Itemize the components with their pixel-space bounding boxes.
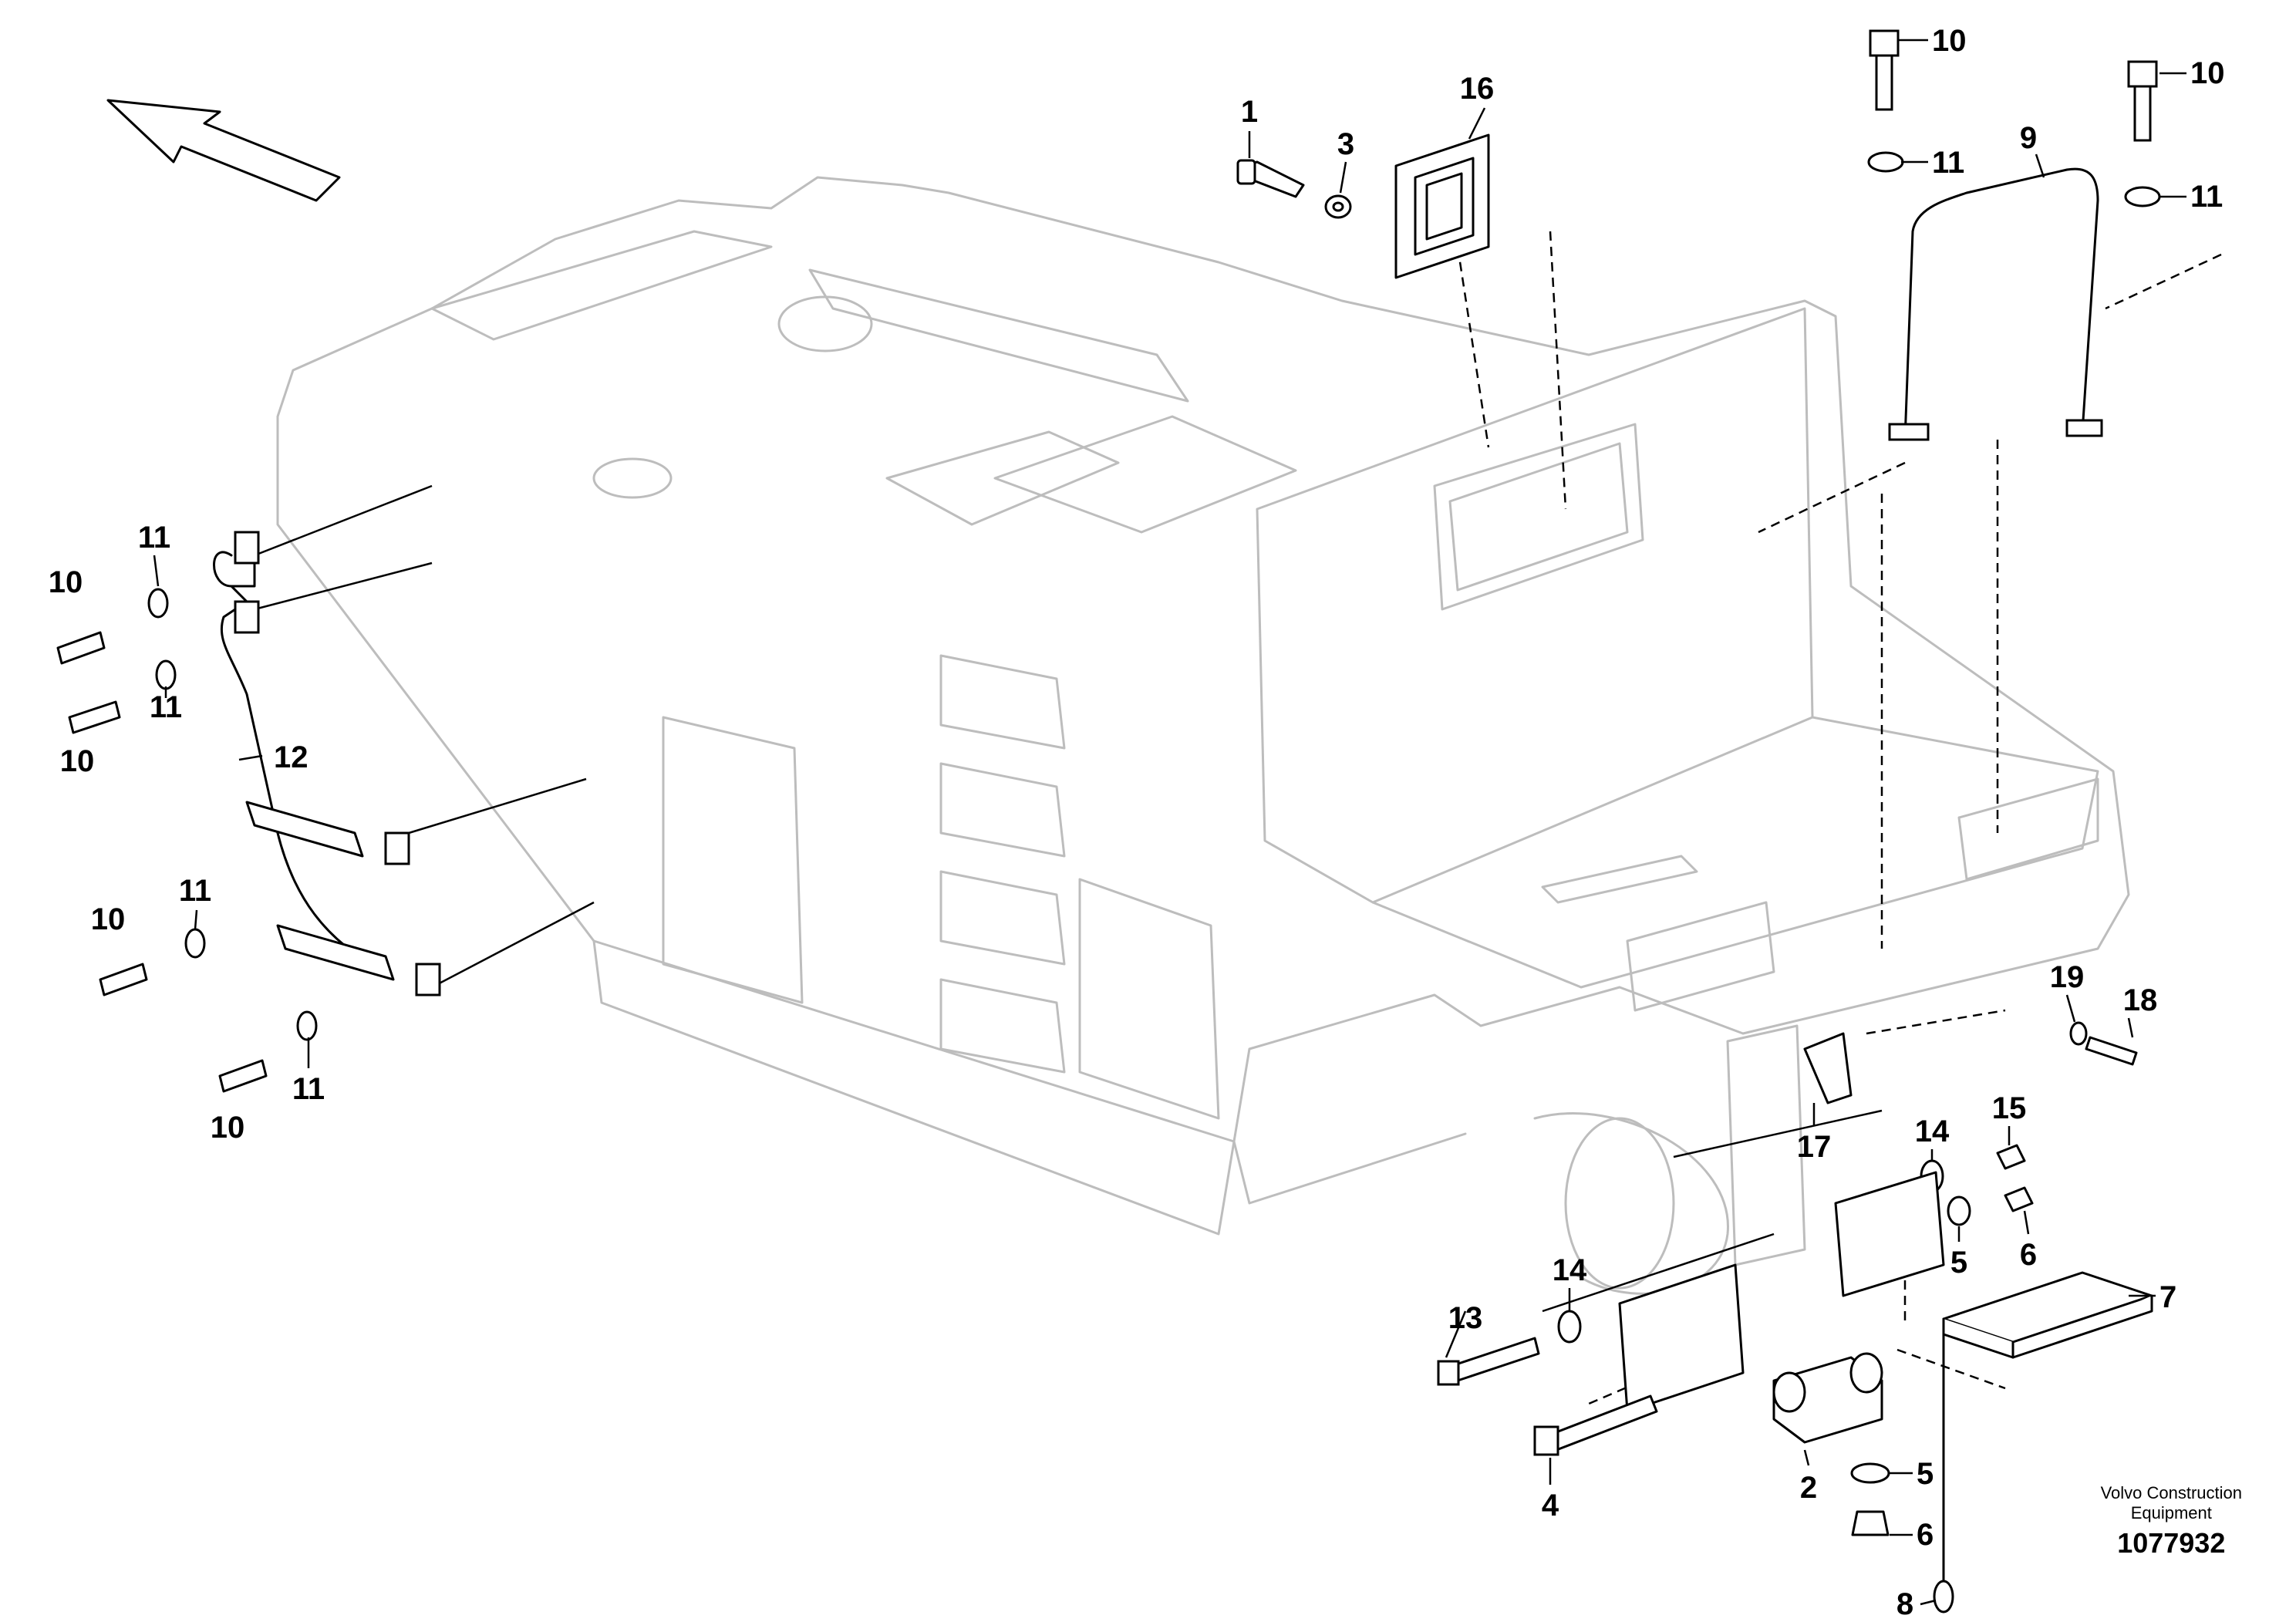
part-10-bolt-side-d	[218, 1059, 268, 1093]
callout-10-side-b: 10	[60, 744, 95, 778]
part-14-washer-left	[1557, 1310, 1582, 1344]
callout-14-right: 14	[1915, 1114, 1950, 1148]
part-3-washer	[1324, 194, 1352, 219]
callouts: 1 3 16 10 11 9 10 11 11 10 11 10 12 11 1…	[49, 24, 2225, 1621]
callout-6-lower: 6	[1917, 1518, 1934, 1552]
callout-11-side-c: 11	[179, 874, 211, 908]
callout-18: 18	[2123, 983, 2158, 1017]
part-13-bolt	[1437, 1337, 1540, 1386]
callout-17: 17	[1797, 1130, 1832, 1164]
part-18-bolt	[2085, 1036, 2138, 1066]
part-7-step	[1942, 1271, 2153, 1359]
brand-line-2: Equipment	[2130, 1503, 2212, 1523]
part-8-rod	[1933, 1325, 1954, 1614]
drawing-number: 1077932	[2117, 1527, 2226, 1559]
callout-10-top-b: 10	[2190, 56, 2225, 90]
mounting-bracket-right	[1834, 1171, 1945, 1297]
callout-11-side-b: 11	[150, 690, 182, 724]
part-11-washer-side-c	[184, 928, 206, 959]
callout-12: 12	[274, 740, 308, 774]
callout-11-top-a: 11	[1932, 146, 1964, 180]
part-12-ladder	[213, 531, 441, 996]
callout-3: 3	[1337, 127, 1354, 161]
part-10-bolt-side-c	[99, 963, 148, 996]
callout-leaders	[153, 39, 2186, 1606]
callout-11-side-a: 11	[138, 521, 170, 555]
callout-15: 15	[1992, 1091, 2027, 1125]
part-11-washer-top-a	[1867, 151, 1904, 173]
part-10-bolt-top-a	[1869, 29, 1900, 111]
callout-4: 4	[1542, 1489, 1559, 1523]
callout-5-right: 5	[1950, 1246, 1967, 1280]
part-2-hinge	[1772, 1352, 1883, 1444]
callout-10-side-a: 10	[49, 565, 83, 599]
callout-9: 9	[2020, 121, 2037, 155]
part-10-bolt-top-b	[2127, 60, 2158, 142]
callout-7: 7	[2159, 1280, 2176, 1314]
part-19-washer	[2069, 1021, 2088, 1046]
callout-10-top-a: 10	[1932, 24, 1967, 58]
assembly-lines	[1456, 231, 2222, 1405]
part-15-nut	[1996, 1144, 2026, 1170]
callout-5-lower: 5	[1917, 1457, 1934, 1491]
part-11-washer-top-b	[2124, 186, 2161, 207]
main-frame	[276, 176, 2130, 1295]
callout-10-side-d: 10	[211, 1111, 245, 1145]
callout-14-left: 14	[1553, 1253, 1587, 1287]
part-10-bolt-side-a	[56, 631, 106, 665]
part-10-bolt-side-b	[68, 700, 121, 734]
callout-16: 16	[1460, 72, 1495, 106]
callout-11-side-d: 11	[292, 1072, 325, 1106]
leader-lines	[254, 484, 1883, 1313]
part-9-handrail	[1888, 167, 2103, 441]
part-6-nut-lower	[1851, 1510, 1890, 1536]
part-5-washer-right	[1947, 1195, 1971, 1226]
part-11-washer-side-d	[296, 1010, 318, 1041]
callout-19: 19	[2050, 960, 2085, 994]
part-11-washer-side-b	[155, 659, 177, 690]
part-11-washer-side-a	[147, 588, 169, 619]
credit-block: Volvo Construction Equipment 1077932	[2101, 1483, 2242, 1560]
callout-6-right: 6	[2020, 1238, 2037, 1272]
direction-arrow-icon	[106, 99, 341, 202]
part-4-bolt	[1533, 1394, 1658, 1456]
callout-1: 1	[1241, 95, 1258, 129]
brand-line-1: Volvo Construction	[2100, 1483, 2242, 1502]
part-16-grommet	[1394, 133, 1490, 279]
part-6-nut-right	[2004, 1186, 2034, 1212]
callout-8: 8	[1896, 1587, 1913, 1621]
part-1-bolt	[1236, 159, 1305, 198]
mounting-bracket-left	[1618, 1263, 1745, 1413]
callout-13: 13	[1448, 1301, 1483, 1335]
callout-10-side-c: 10	[91, 902, 126, 936]
callout-11-top-b: 11	[2190, 180, 2223, 214]
callout-2: 2	[1800, 1471, 1817, 1505]
part-17-bracket	[1803, 1032, 1853, 1104]
part-5-washer-lower	[1850, 1462, 1890, 1484]
